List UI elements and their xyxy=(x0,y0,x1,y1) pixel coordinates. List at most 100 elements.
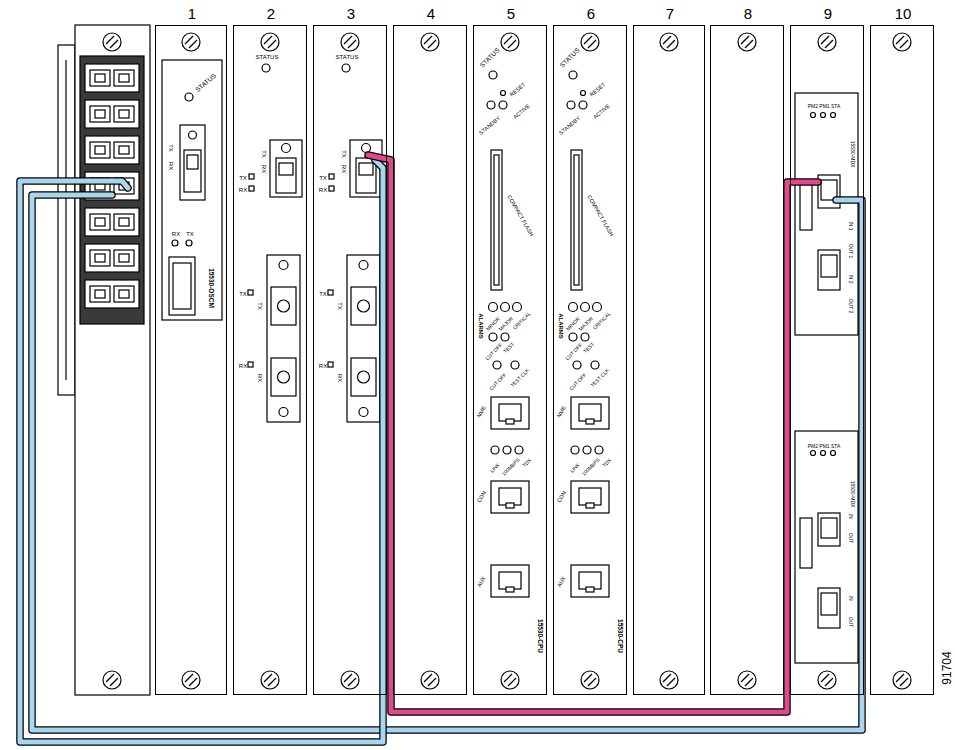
rj45-latch xyxy=(506,419,514,424)
screw-slot xyxy=(741,674,749,682)
rj45-latch xyxy=(506,503,514,508)
panel-label: COMPACT FLASH xyxy=(586,195,614,238)
fiber-cable xyxy=(20,160,383,742)
panel-label: PM2 PM1 STA xyxy=(808,104,841,109)
panel-screw xyxy=(581,671,599,689)
panel-label: TX xyxy=(261,150,267,158)
patch-panel-card xyxy=(75,25,150,695)
card-slot: 4 xyxy=(393,25,467,695)
figure-number: 91704 xyxy=(941,651,953,684)
panel-screw xyxy=(341,671,359,689)
slot-number: 4 xyxy=(427,6,435,21)
rj45-jack xyxy=(491,397,529,429)
slot-number: 1 xyxy=(188,6,196,21)
panel-screw xyxy=(421,33,439,51)
panel-screw xyxy=(501,33,519,51)
sc-port xyxy=(271,358,296,396)
patch-port-frame xyxy=(80,56,144,324)
card-body xyxy=(233,25,307,695)
panel-label: RX xyxy=(172,231,180,237)
screw-slot xyxy=(348,40,356,48)
sc-ferrule xyxy=(278,371,290,383)
compact-flash-slot xyxy=(491,150,502,290)
led xyxy=(581,333,589,341)
panel-label: IN xyxy=(848,596,853,601)
panel-label: CUT OFF xyxy=(489,373,508,392)
panel-screw xyxy=(818,33,836,51)
duplex-port xyxy=(85,208,139,236)
panel-label: ACTIVE xyxy=(593,104,612,121)
panel-label: CRITICAL xyxy=(512,311,532,331)
screw-slot xyxy=(110,40,118,48)
lc-socket xyxy=(821,255,837,277)
port-ferrule xyxy=(119,254,129,262)
slot-number: 10 xyxy=(895,6,912,21)
sc-port xyxy=(351,287,376,325)
card-slot: 3STATUSTXRXTXRXTXTXRXRX xyxy=(313,25,387,695)
panel-label: CUT OFF xyxy=(569,373,588,392)
module-latch xyxy=(800,518,812,568)
screw-slot xyxy=(825,678,833,686)
sc-ferrule xyxy=(278,300,290,312)
card-slot: 9PM2 PM1 STA15530-MDXIN 1OUT 1IN 2OUT 2P… xyxy=(790,25,864,695)
compact-flash-slot xyxy=(571,150,582,290)
panel-label: 15530-OSCM xyxy=(208,268,215,308)
panel-label: TX xyxy=(239,175,247,181)
screw-slot xyxy=(185,36,193,44)
rj45-jack xyxy=(491,481,529,513)
panel-label: STANDBY xyxy=(558,116,581,137)
led xyxy=(595,446,603,454)
led xyxy=(515,446,523,454)
sfp-slot-inner xyxy=(173,263,191,309)
sc-ferrule xyxy=(358,300,370,312)
screw-slot xyxy=(268,678,276,686)
duplex-port xyxy=(85,64,139,92)
bracket-screw xyxy=(279,261,288,270)
screw-slot xyxy=(264,674,272,682)
panel-label: TEST xyxy=(583,342,596,355)
bracket-screw xyxy=(362,144,371,153)
rj45-jack xyxy=(571,481,609,513)
port-socket xyxy=(90,142,110,158)
panel-label: AUX xyxy=(477,576,487,589)
port-ferrule xyxy=(119,290,129,298)
card-slot: 10 xyxy=(870,25,934,695)
handle-groove xyxy=(65,60,66,380)
panel-label: NME xyxy=(477,405,488,418)
led xyxy=(831,451,836,456)
panel-label: OUT xyxy=(848,617,853,628)
panel-label: RX xyxy=(337,374,343,382)
port-bracket xyxy=(267,255,300,422)
screw-slot xyxy=(189,678,197,686)
screw-slot xyxy=(185,674,193,682)
module-latch xyxy=(800,180,812,230)
panel-label: AUX xyxy=(557,576,567,589)
panel-label: TDX xyxy=(522,458,533,469)
led xyxy=(172,240,178,246)
lc-port xyxy=(818,588,840,628)
alarm-led xyxy=(513,303,522,312)
port-socket xyxy=(90,214,110,230)
panel-label: TEST CLK xyxy=(510,368,530,388)
card-body xyxy=(633,25,705,695)
screw-slot xyxy=(584,36,592,44)
duplex-port xyxy=(85,100,139,128)
panel-screw xyxy=(182,33,200,51)
lc-port xyxy=(818,250,840,290)
fiber-cable xyxy=(368,155,818,712)
screw-slot xyxy=(504,36,512,44)
panel-label: STATUS xyxy=(479,47,501,69)
card-body xyxy=(393,25,467,695)
duplex-port xyxy=(85,136,139,164)
led xyxy=(248,362,253,367)
led xyxy=(567,101,575,109)
bracket-screw xyxy=(282,144,291,153)
port-bracket xyxy=(347,255,380,422)
button xyxy=(511,361,519,369)
panel-label: RX xyxy=(319,363,327,369)
panel-screw xyxy=(341,33,359,51)
led xyxy=(249,174,254,179)
panel-screw xyxy=(738,671,756,689)
panel-label: RX xyxy=(341,165,347,173)
port-socket xyxy=(90,106,110,122)
